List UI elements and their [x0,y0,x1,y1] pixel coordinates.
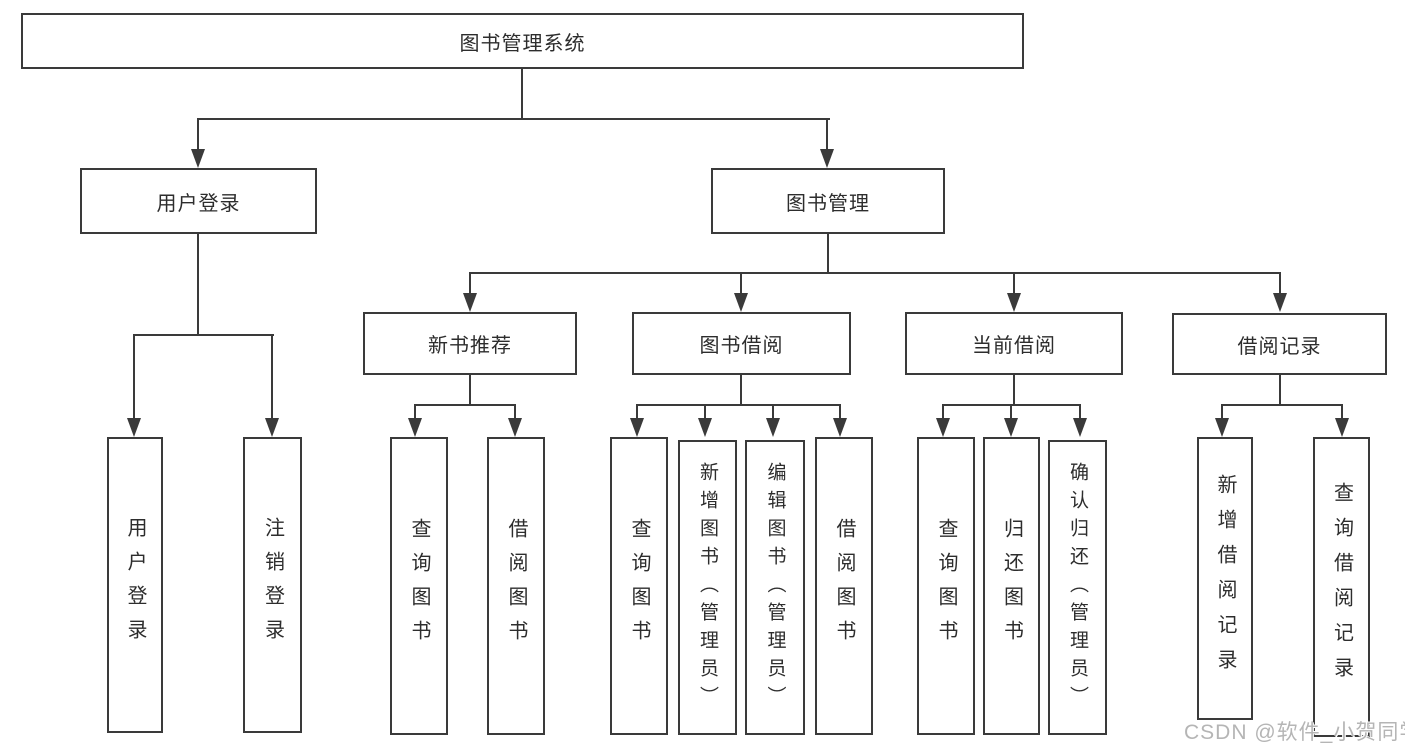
connector-drop-book-mgmt [826,118,828,151]
connector-drop-rec-leaf2 [514,404,516,420]
connector-drop-cur-leaf2 [1010,404,1012,420]
node-current-borrow: 当前借阅 [905,312,1123,375]
arrowhead-bor-leaf2 [698,418,712,437]
connector-drop-records [1279,272,1281,296]
connector-drop-bor-leaf3 [772,404,774,420]
connector-current-stem [1013,375,1015,406]
connector-drop-borrow [740,272,742,296]
leaf-label: 确认归还（管理员） [1067,461,1088,714]
arrowhead-recommend [463,293,477,312]
leaf-label: 归还图书 [1000,518,1023,654]
connector-login-hline [133,334,274,336]
leaf-label: 查询图书 [935,518,957,654]
leaf-label: 借阅图书 [833,518,855,654]
leaf-edit-book-admin: 编辑图书（管理员） [745,440,805,735]
connector-drop-recommend [469,272,471,296]
node-library-management-system: 图书管理系统 [21,13,1024,69]
arrowhead-login-leaf1 [127,418,141,437]
leaf-query-borrow-record: 查询借阅记录 [1313,437,1370,737]
connector-recommend-stem [469,375,471,406]
leaf-label: 注销登录 [261,517,284,653]
arrowhead-login-leaf2 [265,418,279,437]
leaf-user-login: 用户登录 [107,437,163,733]
connector-drop-cur-leaf1 [942,404,944,420]
connector-drop-rec-leaf1 [414,404,416,420]
connector-drop-cur-leaf3 [1079,404,1081,420]
arrowhead-bor-leaf1 [630,418,644,437]
leaf-label: 用户登录 [124,517,146,653]
connector-drop-login-leaf1 [133,334,135,420]
node-label: 图书管理 [786,192,870,215]
node-label: 用户登录 [156,192,241,215]
leaf-label: 查询图书 [628,518,650,654]
leaf-label: 查询借阅记录 [1330,482,1353,692]
node-label: 当前借阅 [972,335,1056,357]
leaf-label: 查询图书 [408,518,430,654]
csdn-watermark: CSDN @软件_小贺同学 [1184,721,1405,744]
arrowhead-current [1007,293,1021,312]
arrowhead-cur-leaf3 [1073,418,1087,437]
connector-borrow-hline [636,404,841,406]
node-book-borrow: 图书借阅 [632,312,851,375]
connector-drop-recd-leaf1 [1221,404,1223,420]
arrowhead-recd-leaf1 [1215,418,1229,437]
arrowhead-cur-leaf2 [1004,418,1018,437]
connector-records-hline [1221,404,1343,406]
connector-borrow-stem [740,375,742,406]
arrowhead-recd-leaf2 [1335,418,1349,437]
connector-login-stem [197,234,199,336]
connector-root-stem [521,69,523,119]
connector-mgmt-stem [827,234,829,273]
connector-level1-hline [198,118,830,120]
arrowhead-bor-leaf3 [766,418,780,437]
arrowhead-bor-leaf4 [833,418,847,437]
connector-drop-bor-leaf2 [704,404,706,420]
leaf-query-books-current: 查询图书 [917,437,975,735]
node-book-management: 图书管理 [711,168,945,234]
leaf-logout: 注销登录 [243,437,302,733]
arrowhead-user-login [191,149,205,168]
leaf-return-books: 归还图书 [983,437,1040,735]
connector-drop-bor-leaf1 [636,404,638,420]
leaf-label: 新增图书（管理员） [697,461,718,714]
leaf-borrow-books-recommend: 借阅图书 [487,437,545,735]
leaf-query-books-borrow: 查询图书 [610,437,668,735]
leaf-query-books-recommend: 查询图书 [390,437,448,735]
leaf-add-borrow-record: 新增借阅记录 [1197,437,1253,720]
connector-drop-login-leaf2 [271,334,273,420]
node-new-book-recommend: 新书推荐 [363,312,577,375]
connector-drop-user-login [197,118,199,151]
arrowhead-rec-leaf2 [508,418,522,437]
leaf-confirm-return-admin: 确认归还（管理员） [1048,440,1107,735]
arrowhead-cur-leaf1 [936,418,950,437]
node-label: 新书推荐 [428,335,512,357]
connector-level2-hline [469,272,1281,274]
node-label: 借阅记录 [1237,335,1322,358]
connector-drop-current [1013,272,1015,296]
connector-drop-recd-leaf2 [1341,404,1343,420]
node-label: 图书借阅 [699,335,784,357]
node-label: 图书管理系统 [459,32,586,55]
leaf-borrow-books: 借阅图书 [815,437,873,735]
leaf-label: 新增借阅记录 [1214,473,1236,684]
arrowhead-records [1273,293,1287,312]
node-borrow-records: 借阅记录 [1172,313,1387,375]
leaf-label: 编辑图书（管理员） [764,461,786,714]
connector-recommend-hline [414,404,516,406]
node-user-login: 用户登录 [80,168,317,234]
arrowhead-borrow [734,293,748,312]
leaf-label: 借阅图书 [505,518,527,654]
arrowhead-book-mgmt [820,149,834,168]
connector-drop-bor-leaf4 [839,404,841,420]
connector-records-stem [1279,375,1281,406]
arrowhead-rec-leaf1 [408,418,422,437]
leaf-add-book-admin: 新增图书（管理员） [678,440,737,735]
